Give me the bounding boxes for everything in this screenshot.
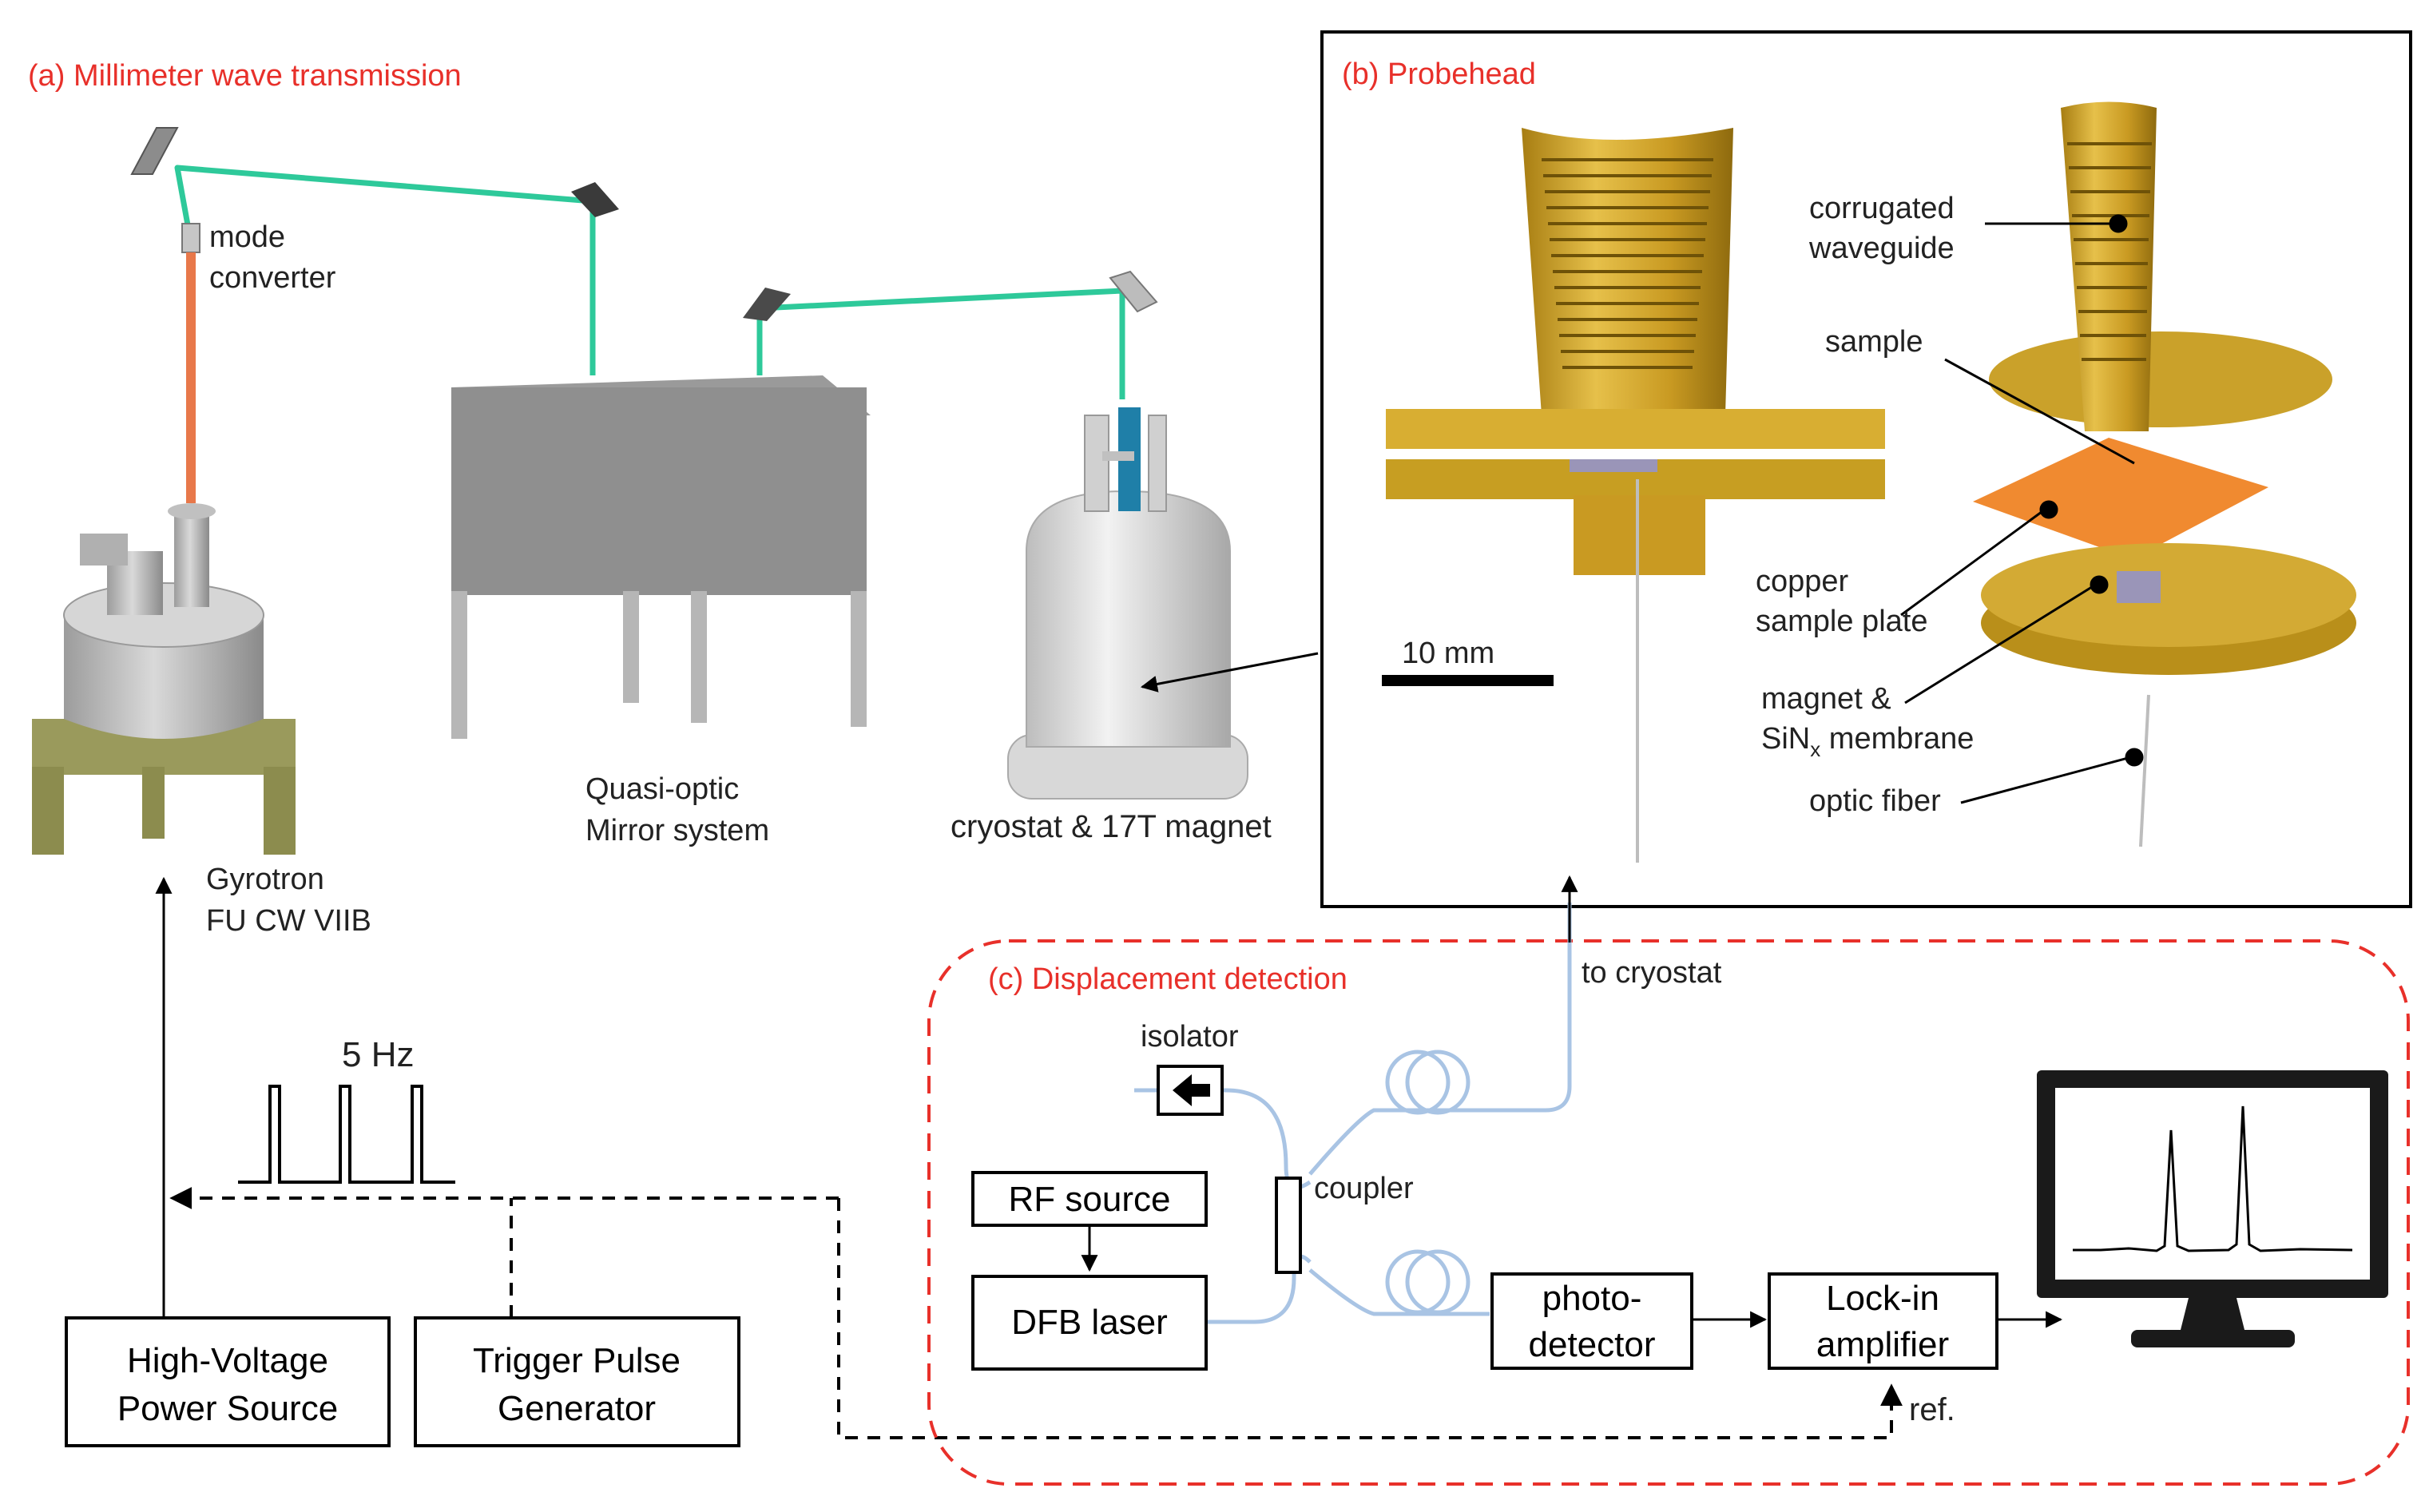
gyrotron-label-2: FU CW VIIB bbox=[206, 904, 371, 938]
dfb-laser-box bbox=[971, 1275, 1208, 1371]
magnet-label-2: SiNx membrane bbox=[1761, 722, 1974, 761]
optic-fiber-label: optic fiber bbox=[1809, 784, 1941, 818]
coupler-label: coupler bbox=[1314, 1172, 1414, 1205]
panel-b-title: (b) Probehead bbox=[1342, 58, 1536, 91]
trigger-dashed-lines bbox=[169, 1187, 1903, 1439]
panel-c-title: (c) Displacement detection bbox=[988, 962, 1347, 996]
mirror-3 bbox=[743, 288, 791, 321]
copper-label-2: sample plate bbox=[1756, 605, 1927, 638]
isolator bbox=[1157, 1065, 1224, 1116]
lockin-label-1: Lock-in bbox=[1826, 1279, 1939, 1318]
pulse-frequency-label: 5 Hz bbox=[342, 1035, 414, 1074]
rf-source-box bbox=[971, 1171, 1208, 1227]
dfb-laser-label: DFB laser bbox=[1011, 1303, 1168, 1342]
quasi-optic-mirror-system bbox=[451, 375, 871, 739]
rf-source-label: RF source bbox=[1009, 1180, 1171, 1219]
scale-label: 10 mm bbox=[1402, 637, 1494, 670]
lockin-label-2: amplifier bbox=[1816, 1325, 1949, 1364]
mode-converter bbox=[181, 223, 200, 503]
mm-wave-beam bbox=[174, 165, 1125, 399]
mode-converter-label-2: converter bbox=[209, 261, 336, 295]
trigger-pulse-generator-box bbox=[414, 1316, 740, 1447]
gyrotron-label-1: Gyrotron bbox=[206, 863, 324, 896]
exploded-corrugations bbox=[2067, 142, 2152, 361]
mirror-4 bbox=[1109, 270, 1158, 313]
exploded-probehead bbox=[1973, 101, 2356, 847]
mirror-2 bbox=[571, 182, 619, 217]
gyrotron bbox=[32, 503, 296, 855]
mode-converter-label-1: mode bbox=[209, 220, 285, 254]
panel-a-title: (a) Millimeter wave transmission bbox=[28, 59, 462, 93]
photodetector-label-1: photo- bbox=[1542, 1279, 1642, 1318]
to-cryostat-label: to cryostat bbox=[1582, 956, 1722, 990]
corrugated-label-2: waveguide bbox=[1808, 232, 1955, 265]
callout-leaders bbox=[1900, 214, 2144, 804]
cryostat-pointer bbox=[1140, 652, 1319, 693]
photodetector-box bbox=[1490, 1272, 1693, 1370]
ref-label: ref. bbox=[1909, 1392, 1955, 1427]
lockin-amplifier-box bbox=[1768, 1272, 1998, 1370]
corrugated-label-1: corrugated bbox=[1809, 192, 1955, 225]
hv-label-2: Power Source bbox=[117, 1389, 338, 1428]
pulse-train-icon bbox=[238, 1085, 455, 1184]
copper-label-1: copper bbox=[1756, 565, 1849, 598]
coupler bbox=[1275, 1177, 1302, 1274]
monitor-icon bbox=[2037, 1070, 2388, 1347]
cryostat bbox=[1007, 407, 1248, 800]
isolator-label: isolator bbox=[1141, 1020, 1239, 1054]
quasi-optic-label-2: Mirror system bbox=[585, 814, 769, 847]
mirror-1 bbox=[130, 127, 179, 175]
hv-power-source-box bbox=[65, 1316, 391, 1447]
hv-label-1: High-Voltage bbox=[127, 1341, 328, 1380]
sample-label: sample bbox=[1825, 325, 1923, 359]
trigger-label-2: Generator bbox=[498, 1389, 656, 1428]
scale-bar bbox=[1382, 675, 1554, 686]
photodetector-label-2: detector bbox=[1529, 1325, 1656, 1364]
waveguide-corrugations bbox=[1542, 158, 1713, 369]
trigger-label-1: Trigger Pulse bbox=[473, 1341, 681, 1380]
magnet-label-1: magnet & bbox=[1761, 682, 1891, 716]
quasi-optic-label-1: Quasi-optic bbox=[585, 772, 739, 806]
cryostat-label: cryostat & 17T magnet bbox=[951, 809, 1272, 844]
